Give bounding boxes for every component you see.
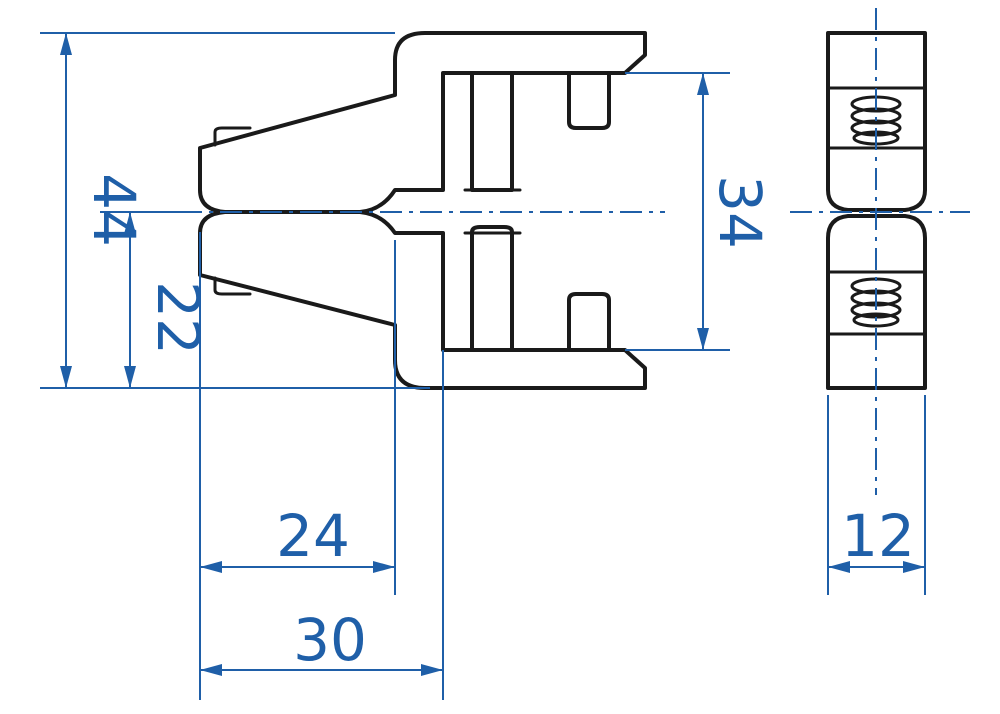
upper-post: [567, 71, 611, 130]
front-view: [198, 31, 647, 390]
dim-label-30: 30: [293, 606, 367, 674]
dimension-lines: [40, 32, 926, 700]
dim-label-22: 22: [144, 281, 212, 355]
side-lower-block: [826, 214, 927, 390]
dim-label-44: 44: [80, 173, 148, 247]
side-upper-block: [826, 31, 927, 212]
lower-pin-tip: [213, 276, 252, 296]
lower-jaw-outline: [198, 210, 647, 390]
dim-label-34: 34: [706, 175, 774, 249]
upper-slot: [470, 71, 514, 192]
dim-label-12: 12: [841, 502, 915, 570]
lower-post: [567, 292, 611, 352]
upper-pin-tip: [213, 126, 252, 147]
lower-slot: [470, 225, 514, 352]
upper-jaw-outline: [198, 31, 647, 214]
dim-label-24: 24: [276, 502, 350, 570]
